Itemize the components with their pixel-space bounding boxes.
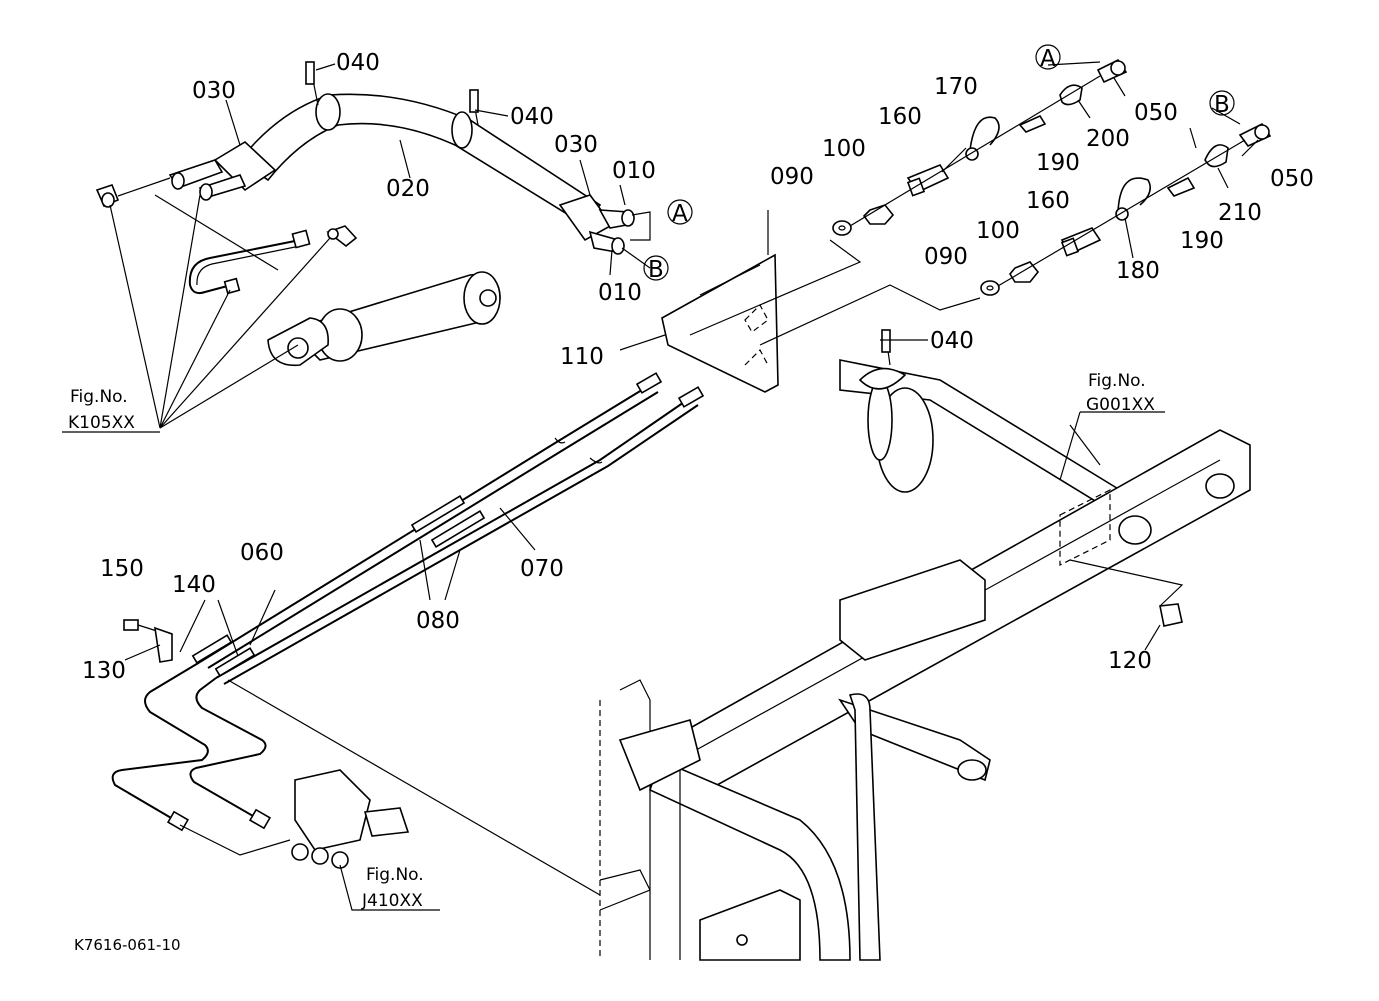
label-040-center: 040 (510, 104, 554, 130)
callout-b-left-circle (643, 255, 669, 281)
label-030-left: 030 (192, 78, 236, 104)
label-100-upper: 100 (822, 136, 866, 162)
label-090-upper: 090 (770, 164, 814, 190)
coupler-set-upper (832, 58, 1128, 236)
callout-a-right-circle (1035, 44, 1061, 70)
label-100-lower: 100 (976, 218, 1020, 244)
k105-leaders (62, 194, 331, 433)
label-120: 120 (1108, 648, 1152, 674)
label-060: 060 (240, 540, 284, 566)
label-200: 200 (1086, 126, 1130, 152)
upper-link-line (689, 239, 862, 336)
label-040-left: 040 (336, 50, 380, 76)
elbow-fitting-left (95, 177, 171, 208)
label-010-lower: 010 (598, 280, 642, 306)
coupler-set-lower (980, 122, 1272, 296)
label-010-upper: 010 (612, 158, 656, 184)
label-020: 020 (386, 176, 430, 202)
fig-ref-j410-prefix: Fig.No. (366, 865, 424, 885)
bracket-110 (661, 210, 779, 393)
label-090-lower: 090 (924, 244, 968, 270)
callout-b-right-circle (1209, 90, 1235, 116)
label-110: 110 (560, 344, 604, 370)
callout-b-right: B (1214, 92, 1230, 118)
fig-ref-k105-prefix: Fig.No. (70, 387, 128, 407)
document-code: K7616-061-10 (74, 936, 181, 954)
label-040-frame: 040 (930, 328, 974, 354)
callout-a-left-circle (667, 199, 693, 225)
control-valve (291, 769, 440, 911)
clamp-130-bolt-150 (123, 619, 173, 663)
label-190-lower: 190 (1180, 228, 1224, 254)
label-030-right: 030 (554, 132, 598, 158)
label-leaders (124, 61, 1259, 661)
hose-020 (238, 61, 602, 227)
callout-a-left: A (672, 201, 688, 227)
fig-ref-j410-code: J410XX (361, 891, 423, 911)
label-070: 070 (520, 556, 564, 582)
lower-link-line (759, 284, 981, 346)
label-140: 140 (172, 572, 216, 598)
fig-ref-g001-prefix: Fig.No. (1088, 371, 1146, 391)
label-190-upper: 190 (1036, 150, 1080, 176)
label-180: 180 (1116, 258, 1160, 284)
label-160-upper: 160 (878, 104, 922, 130)
label-080: 080 (416, 608, 460, 634)
b-link-left (621, 247, 651, 269)
hydraulic-cylinder-assembly (188, 225, 501, 367)
label-210: 210 (1218, 200, 1262, 226)
frame-structure (599, 329, 1251, 961)
fig-ref-g001-code: G001XX (1086, 395, 1155, 415)
g001-leader (1059, 411, 1081, 481)
label-050-lower: 050 (1270, 166, 1314, 192)
callout-b-left: B (648, 257, 664, 283)
callout-a-right: A (1040, 46, 1056, 72)
label-150: 150 (100, 556, 144, 582)
hose-end-030-right (558, 194, 635, 255)
hose-end-030-left (168, 141, 277, 201)
fig-ref-k105-code: K105XX (68, 413, 135, 433)
a-link-left (630, 211, 651, 241)
label-130: 130 (82, 658, 126, 684)
label-160-lower: 160 (1026, 188, 1070, 214)
label-170: 170 (934, 74, 978, 100)
pipes-060-070 (111, 372, 705, 896)
label-050-upper: 050 (1134, 100, 1178, 126)
